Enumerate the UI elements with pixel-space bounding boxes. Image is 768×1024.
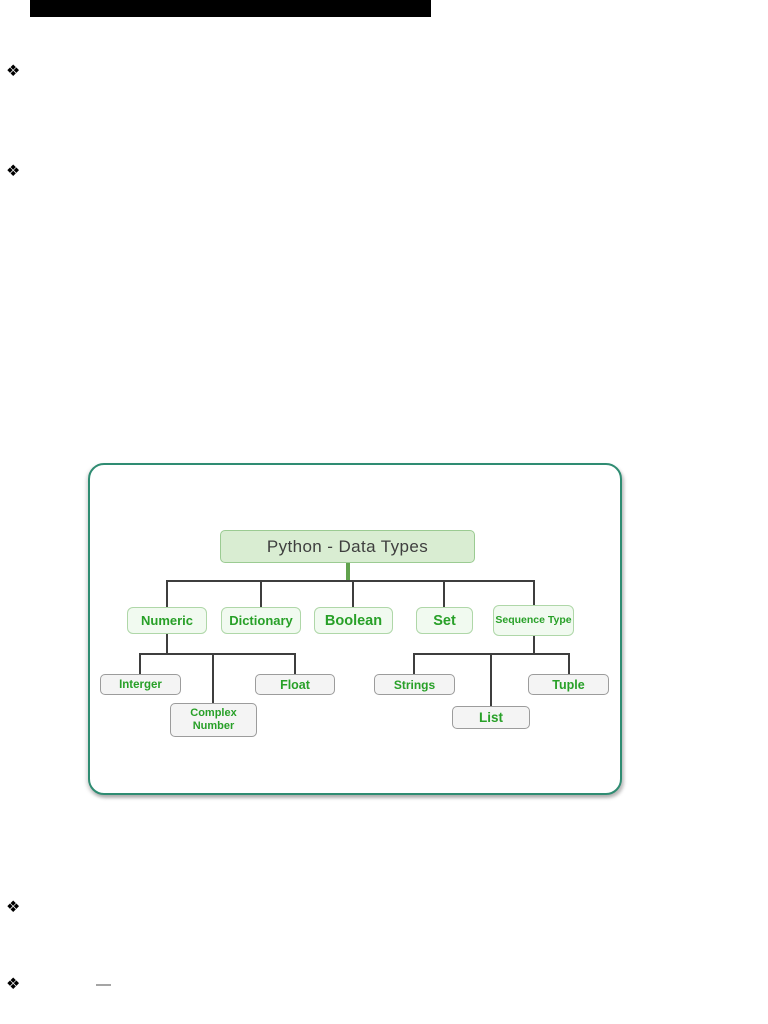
diamond-bullet-icon: ❖ [6, 899, 21, 916]
connector-line [139, 653, 296, 655]
connector-line [490, 653, 492, 706]
node-tuple: Tuple [528, 674, 609, 695]
node-dictionary: Dictionary [221, 607, 301, 634]
node-sequence-type: Sequence Type [493, 605, 574, 636]
connector-line [568, 653, 570, 674]
connector-line [533, 580, 535, 607]
connector-line [166, 634, 168, 655]
connector-line [166, 580, 168, 607]
diamond-bullet-icon: ❖ [6, 976, 21, 993]
connector-line [212, 653, 214, 703]
node-float: Float [255, 674, 335, 695]
dash-text: — [96, 976, 111, 993]
connector-line [294, 653, 296, 674]
connector-line [413, 653, 415, 674]
diamond-bullet-icon: ❖ [6, 163, 21, 180]
connector-line [166, 580, 535, 582]
connector-line [139, 653, 141, 674]
node-numeric: Numeric [127, 607, 207, 634]
node-set: Set [416, 607, 473, 634]
redacted-title-bar [30, 0, 431, 17]
node-root-title: Python - Data Types [220, 530, 475, 563]
node-list: List [452, 706, 530, 729]
connector-line [352, 580, 354, 607]
connector-line [443, 580, 445, 607]
node-complex-number: Complex Number [170, 703, 257, 737]
connector-line [533, 636, 535, 653]
node-boolean: Boolean [314, 607, 393, 634]
node-strings: Strings [374, 674, 455, 695]
node-interger: Interger [100, 674, 181, 695]
connector-root-stub [346, 563, 350, 580]
diamond-bullet-icon: ❖ [6, 63, 21, 80]
connector-line [260, 580, 262, 607]
